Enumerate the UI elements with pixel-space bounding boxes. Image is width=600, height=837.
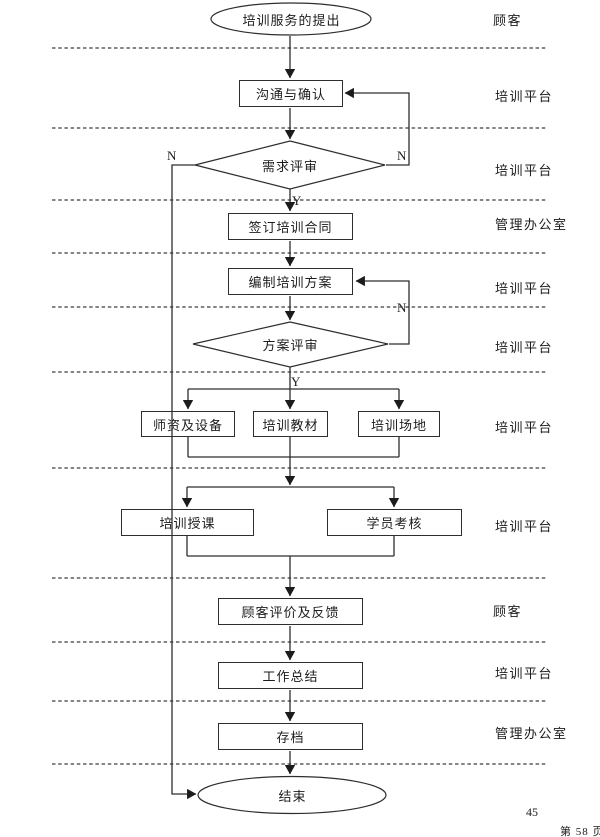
page-footer-label: 第 58 页 (560, 826, 600, 837)
page-number: 45 (526, 805, 538, 819)
branch-label-no-right: N (397, 148, 407, 163)
lane-label-office-1: 管理办公室 (495, 217, 568, 232)
node-prepare-plan: 编制培训方案 (228, 268, 353, 295)
lane-label-platform-3: 培训平台 (495, 281, 554, 296)
lane-label-platform-4: 培训平台 (495, 340, 554, 355)
branch-label-yes-1: Y (292, 193, 302, 208)
node-work-summary: 工作总结 (218, 662, 363, 689)
lane-label-platform-7: 培训平台 (495, 666, 554, 681)
lane-label-customer-2: 顾客 (493, 604, 523, 619)
node-end: 结束 (278, 788, 307, 804)
lane-label-platform-6: 培训平台 (495, 519, 554, 534)
node-training-venue: 培训场地 (358, 411, 440, 437)
node-teachers-equipment: 师资及设备 (141, 411, 235, 437)
node-customer-feedback: 顾客评价及反馈 (218, 598, 363, 625)
node-training-materials: 培训教材 (253, 411, 328, 437)
lane-label-platform-5: 培训平台 (495, 420, 554, 435)
node-sign-contract: 签订培训合同 (228, 213, 353, 240)
lane-label-platform-2: 培训平台 (495, 163, 554, 178)
node-student-assessment: 学员考核 (327, 509, 462, 536)
node-demand-review: 需求评审 (261, 158, 318, 174)
node-archive: 存档 (218, 723, 363, 750)
branch-label-no-loop: N (397, 300, 407, 315)
node-plan-review: 方案评审 (262, 337, 319, 353)
demand-review-no-long-connector (171, 164, 197, 800)
branch-label-no-left: N (167, 148, 177, 163)
node-training-lecture: 培训授课 (121, 509, 254, 536)
branch-label-yes-2: Y (291, 374, 301, 389)
node-start: 培训服务的提出 (242, 12, 341, 28)
node-communicate: 沟通与确认 (239, 80, 343, 107)
lane-label-customer-1: 顾客 (493, 13, 523, 28)
lane-label-platform-1: 培训平台 (495, 89, 554, 104)
lane-label-office-2: 管理办公室 (495, 726, 568, 741)
